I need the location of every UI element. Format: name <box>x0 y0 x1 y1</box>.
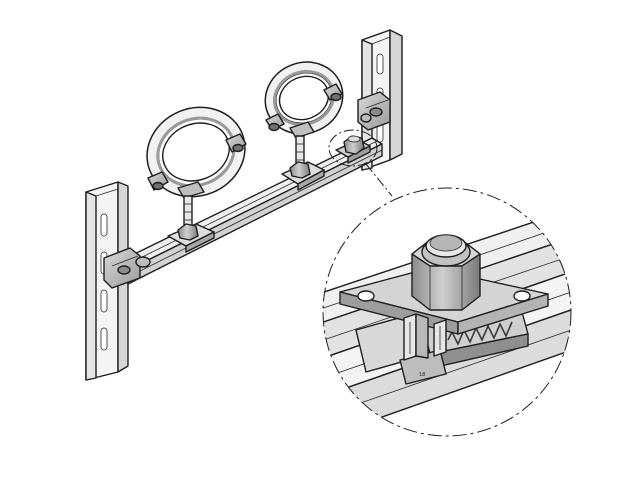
rail-channel-nut <box>335 135 371 164</box>
plate-hole <box>357 290 375 302</box>
right-channel-bracket <box>357 91 391 131</box>
pipe-clamp-left <box>146 106 247 199</box>
slot-hole <box>100 327 108 351</box>
detail-mark: 18 <box>419 372 425 378</box>
hex-nut <box>411 234 481 311</box>
rail-base-plate-left <box>167 223 215 253</box>
left-channel-bracket <box>103 247 151 289</box>
locking-tab <box>403 313 429 361</box>
slot-hole <box>376 53 384 75</box>
locking-tab <box>433 319 447 357</box>
left-vertical-channel <box>85 181 129 381</box>
detail-callout-leader <box>328 129 393 197</box>
slot-hole <box>100 213 108 237</box>
plate-hole <box>513 290 531 302</box>
pipe-clamp-right <box>264 61 344 139</box>
slot-hole <box>100 289 108 313</box>
rail-base-plate-right <box>281 161 325 191</box>
magnified-detail: 18 <box>322 187 572 437</box>
